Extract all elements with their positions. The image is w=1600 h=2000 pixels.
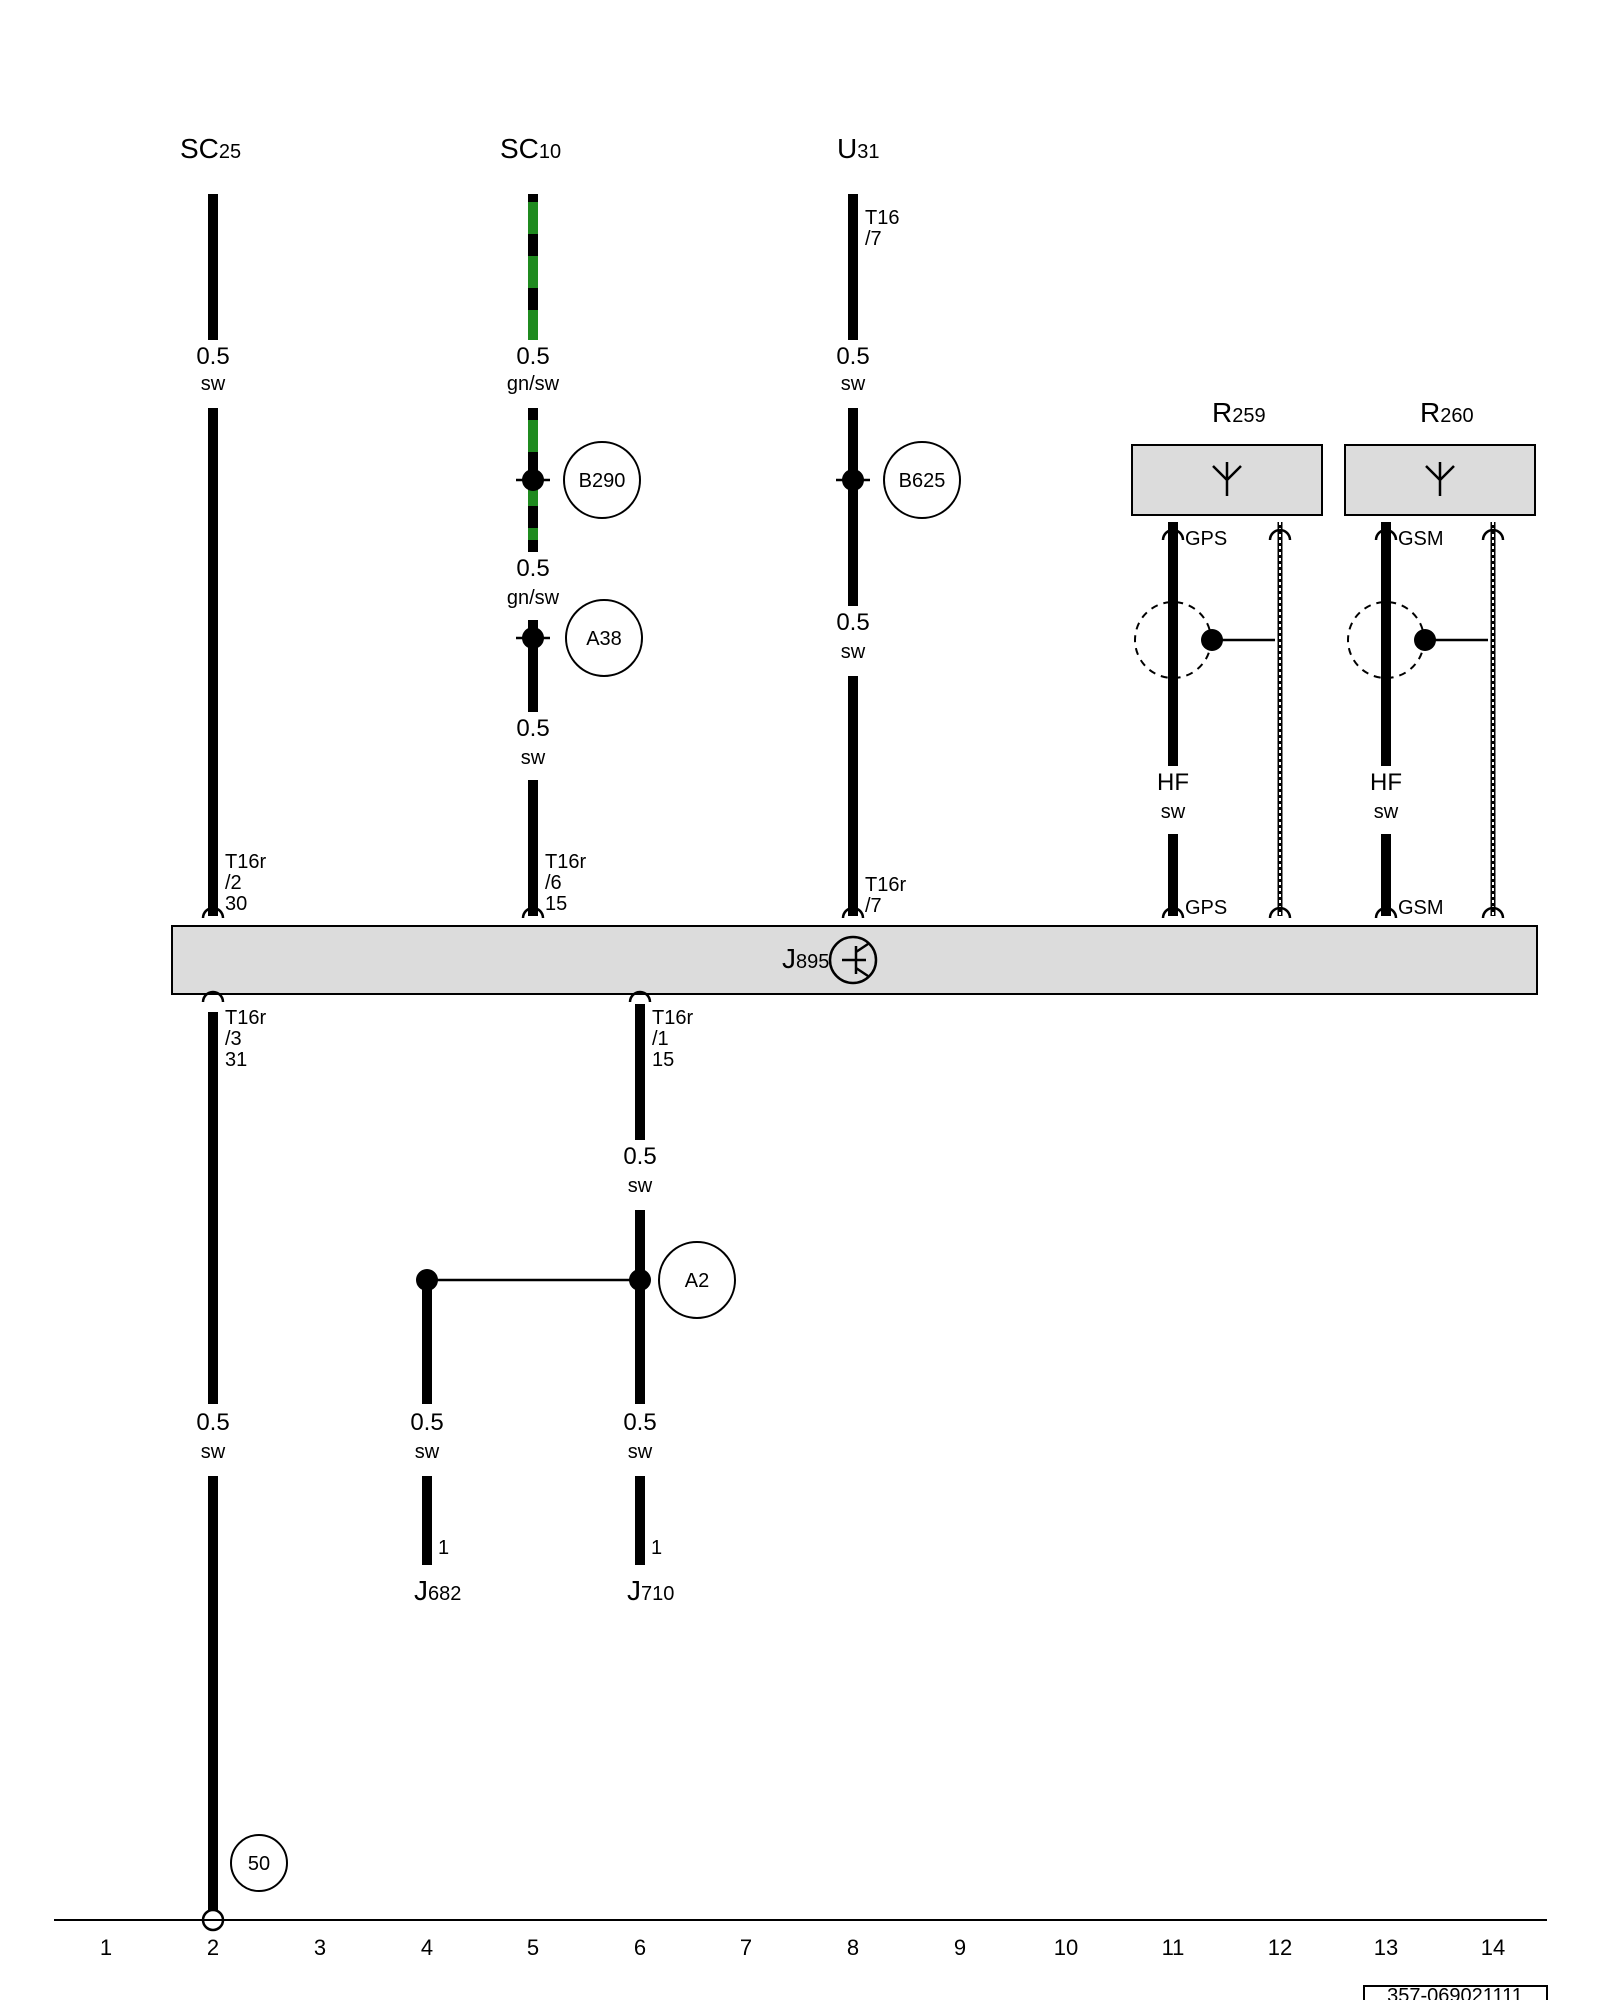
ref-u31: U31 xyxy=(837,133,879,164)
footer-code: 357-069021111 xyxy=(1387,1985,1523,2000)
connector-icon xyxy=(1161,528,1185,541)
node-a38-dot xyxy=(522,627,544,649)
wire-color-w8a: sw xyxy=(841,373,866,395)
node-a38-ring xyxy=(565,599,643,677)
connector-icon xyxy=(1374,906,1398,919)
node-b290-label: B290 xyxy=(579,470,626,492)
axis-tick: 12 xyxy=(1268,1935,1292,1960)
component-r259: R259 xyxy=(1212,397,1266,428)
transistor-icon xyxy=(842,942,869,978)
component-j682: J682 xyxy=(414,1575,461,1606)
pin-u31: T16/7 xyxy=(865,207,899,250)
wire-color-w4: sw xyxy=(415,1441,440,1463)
wire-size-w2a: 0.5 xyxy=(196,343,229,370)
node-b625-ring xyxy=(883,441,961,519)
pin-gsm-bottom: GSM xyxy=(1398,897,1444,919)
axis-tick: 9 xyxy=(954,1935,966,1960)
antenna-icon xyxy=(1212,462,1242,496)
axis-tick: 13 xyxy=(1374,1935,1398,1960)
wire-size-w6a: 0.5 xyxy=(623,1143,656,1170)
wire-size-w11: HF xyxy=(1157,769,1189,796)
axis-tick: 10 xyxy=(1054,1935,1078,1960)
pin-j895-top-col8: T16r/7 xyxy=(865,874,906,917)
axis-tick: 14 xyxy=(1481,1935,1505,1960)
wire-size-w13: HF xyxy=(1370,769,1402,796)
wire-color-w2a: sw xyxy=(201,373,226,395)
node-b625-label: B625 xyxy=(899,470,946,492)
connector-icon xyxy=(201,990,225,1003)
connector-icon xyxy=(1268,906,1292,919)
wire-color-w2b: sw xyxy=(201,1441,226,1463)
ground-ref-label: 50 xyxy=(248,1853,270,1875)
pin-gsm-top: GSM xyxy=(1398,528,1444,550)
wire-size-w4: 0.5 xyxy=(410,1409,443,1436)
wire-color-w11: sw xyxy=(1161,801,1186,823)
node-b290-dot xyxy=(522,469,544,491)
wire-color-w5a: gn/sw xyxy=(507,373,560,395)
connector-icon xyxy=(841,906,865,919)
node-b290-ring xyxy=(563,441,641,519)
component-j710: J710 xyxy=(627,1575,674,1606)
wire-size-w5b: 0.5 xyxy=(516,555,549,582)
wire-size-w5c: 0.5 xyxy=(516,715,549,742)
j895-symbol-ring xyxy=(828,935,878,985)
axis-tick: 4 xyxy=(421,1935,433,1960)
component-j895: J895 xyxy=(782,943,829,974)
wire-size-w8b: 0.5 xyxy=(836,609,869,636)
column-axis: 1 2 3 4 5 6 7 8 9 10 11 12 13 14 xyxy=(100,1935,1505,1960)
wire-color-w13: sw xyxy=(1374,801,1399,823)
wire-color-w6a: sw xyxy=(628,1175,653,1197)
pin-j682: 1 xyxy=(438,1537,449,1559)
ground-ref-ring xyxy=(230,1834,288,1892)
wire-color-w5c: sw xyxy=(521,747,546,769)
axis-tick: 8 xyxy=(847,1935,859,1960)
connector-icon xyxy=(201,906,225,919)
connector-icon xyxy=(1268,528,1292,541)
axis-tick: 11 xyxy=(1162,1935,1185,1960)
axis-tick: 6 xyxy=(634,1935,646,1960)
wire-color-w8b: sw xyxy=(841,641,866,663)
axis-tick: 5 xyxy=(527,1935,539,1960)
ref-sc25: SC25 xyxy=(180,133,241,164)
pin-gps-bottom: GPS xyxy=(1185,897,1227,919)
wire-size-w8a: 0.5 xyxy=(836,343,869,370)
wire-size-w6b: 0.5 xyxy=(623,1409,656,1436)
footer-code-box xyxy=(1363,1985,1548,2000)
node-a2-label: A2 xyxy=(685,1270,709,1292)
wire-color-w5b: gn/sw xyxy=(507,587,560,609)
wire-size-w5a: 0.5 xyxy=(516,343,549,370)
node-a2-dot xyxy=(629,1269,651,1291)
axis-tick: 2 xyxy=(207,1935,219,1960)
node-b625-dot xyxy=(842,469,864,491)
connector-icon xyxy=(521,906,545,919)
connector-icon xyxy=(1374,528,1398,541)
connector-icon xyxy=(1481,528,1505,541)
axis-tick: 1 xyxy=(100,1935,112,1960)
connector-icon xyxy=(1161,906,1185,919)
ref-sc10: SC10 xyxy=(500,133,561,164)
node-a38-label: A38 xyxy=(586,628,622,650)
pin-j710: 1 xyxy=(651,1537,662,1559)
connector-icon xyxy=(1481,906,1505,919)
axis-tick: 3 xyxy=(314,1935,326,1960)
antenna-icon xyxy=(1425,462,1455,496)
wire-size-w2b: 0.5 xyxy=(196,1409,229,1436)
node-a2-ring xyxy=(658,1241,736,1319)
wire-color-w6b: sw xyxy=(628,1441,653,1463)
pin-gps-top: GPS xyxy=(1185,528,1227,550)
connector-icon xyxy=(628,990,652,1003)
component-r260: R260 xyxy=(1420,397,1474,428)
axis-tick: 7 xyxy=(740,1935,752,1960)
